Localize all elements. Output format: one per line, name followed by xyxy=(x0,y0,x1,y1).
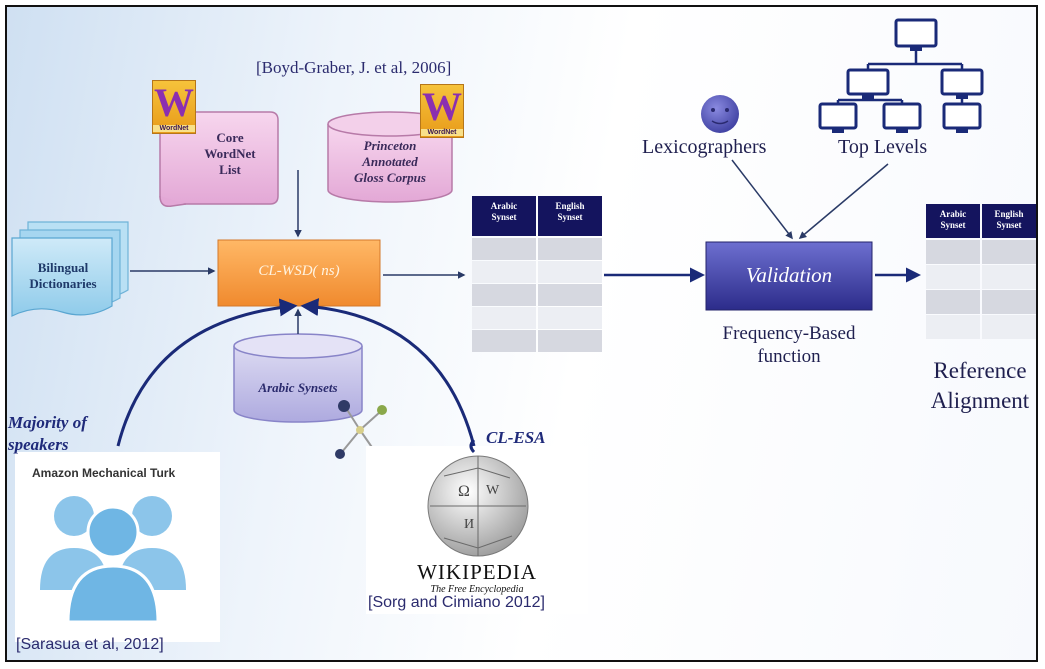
wordnet-logo-letter: W xyxy=(154,80,194,125)
validation-box xyxy=(705,241,873,311)
lexicographers-label: Lexicographers xyxy=(642,136,767,158)
table-header-text: English xyxy=(994,209,1023,219)
frequency-line1: Frequency-Based xyxy=(722,323,856,344)
computer-node-icon xyxy=(846,68,890,99)
core-wordnet-label: Core WordNet List xyxy=(186,130,274,178)
table-cell xyxy=(538,330,602,352)
princeton-line1: Princeton xyxy=(363,138,417,153)
table-header-text: Synset xyxy=(940,220,965,230)
princeton-line3: Gloss Corpus xyxy=(354,170,426,185)
table-cell xyxy=(538,261,602,283)
table-cell xyxy=(538,307,602,329)
globe-icon: Ω W И xyxy=(427,455,529,557)
wordnet-logo-icon-2: W WordNet xyxy=(420,84,464,138)
table-cell xyxy=(926,240,980,264)
core-wordnet-line2: WordNet xyxy=(204,146,256,161)
citation-sarasua: [Sarasua et al, 2012] xyxy=(16,636,164,653)
table-header-text: Arabic xyxy=(940,209,967,219)
computer-node-icon xyxy=(894,18,938,51)
table-header-cell xyxy=(926,204,980,238)
table-cell xyxy=(982,315,1036,339)
table-cell xyxy=(926,290,980,314)
frequency-line2: function xyxy=(757,346,821,367)
table-header-text: English xyxy=(555,201,584,211)
table-header-text: Synset xyxy=(557,212,582,222)
people-icon xyxy=(40,496,186,624)
table-header-text: Synset xyxy=(996,220,1021,230)
table-header-cell xyxy=(538,196,602,236)
table-header-cell xyxy=(472,196,536,236)
bilingual-line2: Dictionaries xyxy=(29,276,97,291)
majority-line1: Majority of xyxy=(8,413,87,432)
wordnet-logo-text: WordNet xyxy=(421,129,463,136)
cl-wsd-box xyxy=(217,239,381,307)
table-cell xyxy=(926,265,980,289)
wordnet-logo-letter: W xyxy=(422,84,462,129)
wikipedia-tagline: The Free Encyclopedia xyxy=(430,584,524,595)
table-cell xyxy=(472,330,536,352)
table-cell xyxy=(982,265,1036,289)
citation-boyd-graber: [Boyd-Graber, J. et al, 2006] xyxy=(256,58,452,77)
flow-arrows xyxy=(116,159,921,447)
table-cell xyxy=(472,261,536,283)
table-cell xyxy=(538,238,602,260)
bilingual-line1: Bilingual xyxy=(37,260,89,275)
frequency-based-label: Frequency-Based function xyxy=(700,322,878,368)
table-header-text: Arabic xyxy=(491,201,518,211)
citation-sorg: [Sorg and Cimiano 2012] xyxy=(368,594,545,611)
table-cell xyxy=(472,307,536,329)
cl-esa-label: CL-ESA xyxy=(486,428,546,447)
top-levels-hierarchy-icon xyxy=(818,18,984,133)
table-header-cell xyxy=(982,204,1036,238)
table-cell xyxy=(982,240,1036,264)
table-cell xyxy=(982,290,1036,314)
wordnet-logo-icon: W WordNet xyxy=(152,80,196,134)
arabic-synsets-cylinder xyxy=(233,333,363,423)
majority-of-speakers-label: Majority of speakers xyxy=(8,412,87,456)
reference-line1: Reference xyxy=(933,358,1027,383)
table-cell xyxy=(538,284,602,306)
arabic-synsets-label: Arabic Synsets xyxy=(258,380,338,395)
computer-node-icon xyxy=(818,102,858,133)
table-header-text: Synset xyxy=(491,212,516,222)
computer-node-icon xyxy=(942,102,982,133)
table-cell xyxy=(472,238,536,260)
core-wordnet-line1: Core xyxy=(216,130,244,145)
lexicographer-face-icon xyxy=(701,95,739,133)
table-cell xyxy=(926,315,980,339)
computer-node-icon xyxy=(882,102,922,133)
core-wordnet-line3: List xyxy=(219,162,241,177)
reference-line2: Alignment xyxy=(930,388,1030,413)
amazon-mechanical-turk-label: Amazon Mechanical Turk xyxy=(32,466,176,480)
svg-text:W: W xyxy=(486,483,500,498)
svg-text:Ω: Ω xyxy=(458,483,470,500)
bilingual-dictionaries-label: Bilingual Dictionaries xyxy=(14,260,112,292)
wikipedia-wordmark: WIKIPEDIA xyxy=(417,560,537,584)
cl-wsd-label: CL-WSD( ns) xyxy=(258,263,340,279)
computer-node-icon xyxy=(940,68,984,99)
princeton-line2: Annotated xyxy=(362,154,418,169)
majority-line2: speakers xyxy=(8,435,69,454)
svg-text:И: И xyxy=(464,517,474,532)
reference-alignment-label: Reference Alignment xyxy=(918,356,1042,416)
top-levels-label: Top Levels xyxy=(838,136,928,158)
validation-label: Validation xyxy=(745,263,833,287)
table-cell xyxy=(472,284,536,306)
wordnet-logo-text: WordNet xyxy=(153,125,195,132)
bilingual-dictionaries-docs xyxy=(11,221,129,317)
princeton-label: Princeton Annotated Gloss Corpus xyxy=(330,138,450,186)
